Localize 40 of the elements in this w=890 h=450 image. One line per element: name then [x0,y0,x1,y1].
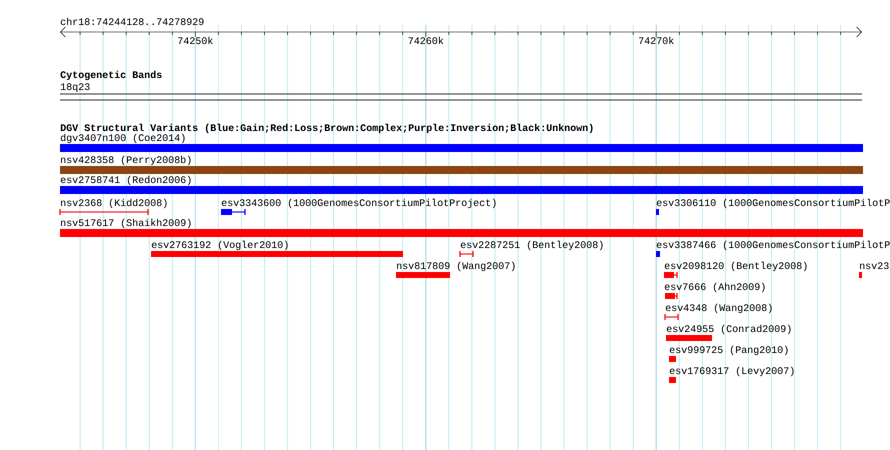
variant-feature: nsv517617 (Shaikh2009) [60,218,863,237]
node-label: esv1769317 (Levy2007) [670,366,794,376]
variant-feature: esv1769317 (Levy2007) [669,366,794,383]
node-label: nsv517617 (Shaikh2009) [61,218,191,228]
variant-feature: nsv817809 (Wang2007) [396,262,515,278]
variant-feature: esv24955 (Conrad2009) [666,324,791,341]
node-label: esv3343600 (1000GenomesConsortiumPilotProject) [222,198,496,208]
variant-feature: esv2758741 (Redon2006) [60,176,863,194]
node-label: esv2763192 (Vogler2010) [152,240,288,250]
node-label: esv7666 (Ahn2009) [664,282,765,292]
variant-feature: dgv3407n100 (Coe2014) [60,134,863,152]
variant-feature: esv999725 (Pang2010) [669,346,788,362]
node-label: esv3306110 (1000GenomesConsortiumPilotP [656,198,890,208]
coordinate-range: chr18:74244128..74278929 [60,18,204,26]
tick-label: 74250k [178,36,213,44]
variant-feature: nsv2368 (Kidd2008) [59,198,167,216]
node-label: nsv817809 (Wang2007) [397,262,515,272]
track-title: Cytogenetic Bands [60,70,162,80]
variant-feature: nsv428358 (Perry2008b) [60,156,863,174]
variant-feature: esv2098120 (Bentley2008) [664,262,807,278]
band-label: 18q23 [60,83,90,92]
tick-label: 74260k [408,36,444,44]
node-label: nsv23 [860,262,889,270]
node-label: dgv3407n100 (Coe2014) [60,134,185,144]
node-label: nsv428358 (Perry2008b) [61,156,191,166]
node-label: esv3387466 (1000GenomesConsortiumPilotP [656,240,890,250]
node-label: esv2758741 (Redon2006) [60,176,191,186]
variant-feature: esv7666 (Ahn2009) [664,282,765,299]
variant-feature: esv4348 (Wang2008) [664,304,772,321]
node-label: esv2098120 (Bentley2008) [664,262,807,272]
track-title: DGV Structural Variants (Blue:Gain;Red:Loss;Brown:Complex;Purple:Inversion;Black:Unknown) [60,124,593,134]
node-label: esv24955 (Conrad2009) [666,324,791,334]
variant-feature: esv2287251 (Bentley2008) [459,240,603,258]
variant-feature: esv3343600 (1000GenomesConsortiumPilotProject) [221,198,496,215]
variant-feature: esv3306110 (1000GenomesConsortiumPilotP [656,198,890,215]
variant-feature: esv2763192 (Vogler2010) [151,240,403,257]
tick-label: 74270k [638,36,674,44]
variant-feature: nsv23 [859,262,889,278]
variant-feature: esv3387466 (1000GenomesConsortiumPilotP [656,240,890,257]
node-label: esv999725 (Pang2010) [670,346,788,356]
